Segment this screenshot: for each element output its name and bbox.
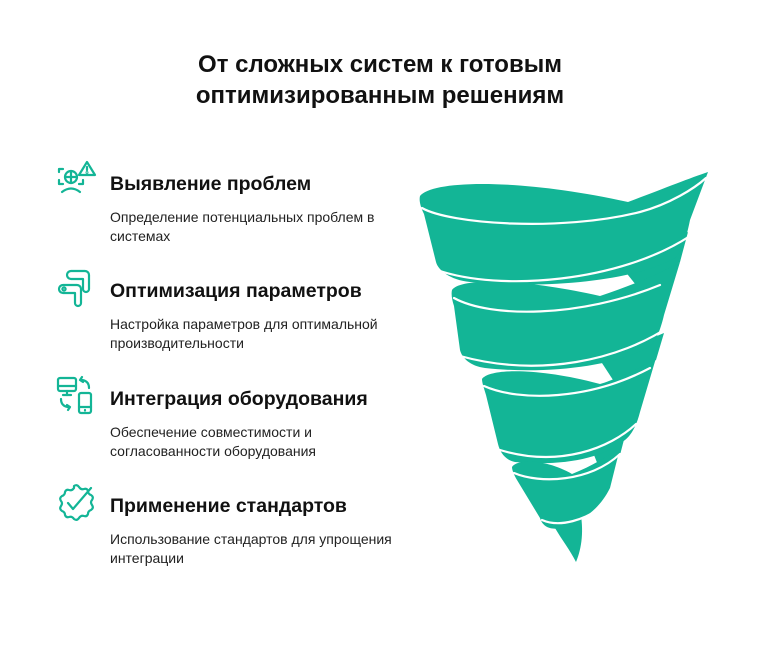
title-line-1: От сложных систем к готовым [198,51,562,78]
step-description: Обеспечение совместимости и согласованно… [110,424,316,459]
standards-badge-check-icon [55,482,99,526]
step-heading: Выявление проблем [110,173,312,195]
step-heading: Оптимизация параметров [110,280,362,302]
step-description: Определение потенциальных проблем в сист… [110,209,375,244]
step-description: Настройка параметров для оптимальной про… [110,316,378,351]
problem-detection-icon [55,160,99,204]
step-description: Использование стандартов для упрощения и… [110,531,392,566]
spiral-funnel-graphic [410,160,720,570]
spiral-funnel-icon [419,172,708,562]
page-title: От сложных систем к готовым оптимизирова… [0,49,760,111]
step-heading: Применение стандартов [110,495,347,517]
parameter-optimization-icon [55,267,99,311]
device-integration-icon [55,375,99,419]
step-heading: Интеграция оборудования [110,388,368,410]
title-line-2: оптимизированным решениям [195,82,565,109]
